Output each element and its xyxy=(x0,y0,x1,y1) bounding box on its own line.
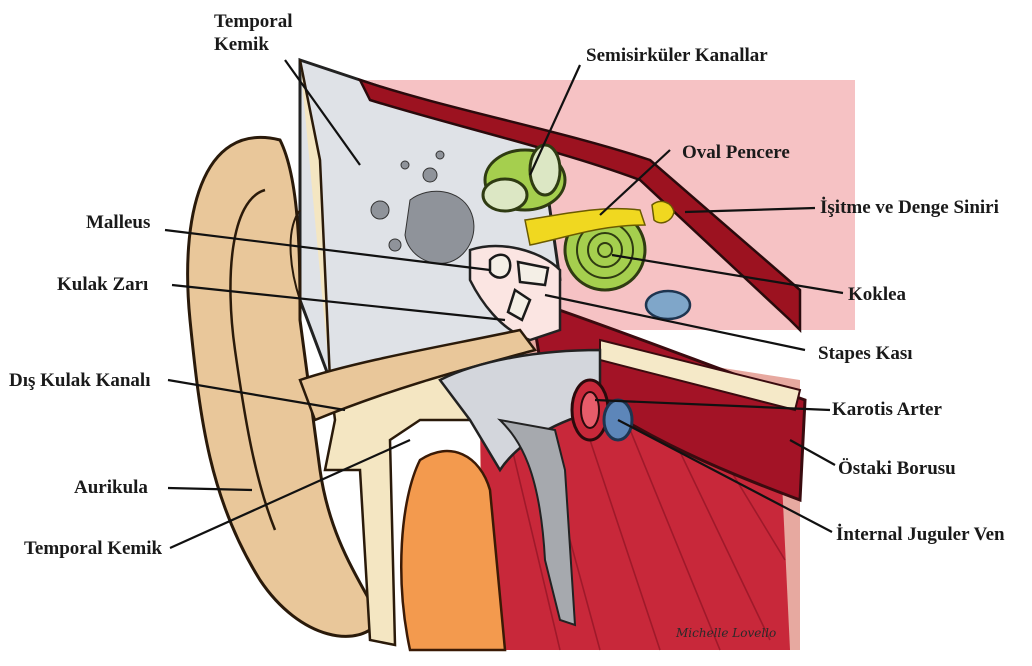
nerve-knot xyxy=(652,201,674,222)
label-aurikula: Aurikula xyxy=(74,476,148,500)
label-dis-kulak-kanali: Dış Kulak Kanalı xyxy=(9,369,151,393)
small-vessel xyxy=(646,291,690,319)
label-koklea: Koklea xyxy=(848,283,906,307)
artist-signature: Michelle Lovello xyxy=(676,626,776,640)
label-internal-juguler-ven: İnternal Juguler Ven xyxy=(836,523,1005,547)
label-oval-pencere: Oval Pencere xyxy=(682,141,790,165)
label-temporal-kemik-bottom: Temporal Kemik xyxy=(24,537,162,561)
label-karotis-arter: Karotis Arter xyxy=(832,398,942,422)
label-temporal-kemik-top-line1: Temporal xyxy=(214,10,292,34)
label-temporal-kemik-top-line2: Kemik xyxy=(214,33,269,57)
label-kulak-zari: Kulak Zarı xyxy=(57,273,148,297)
label-ostaki-borusu: Östaki Borusu xyxy=(838,457,956,481)
label-isitme-ve-denge-siniri: İşitme ve Denge Siniri xyxy=(820,196,999,220)
label-semisirkuler-kanallar: Semisirküler Kanallar xyxy=(586,44,768,68)
carotid-artery-shape xyxy=(572,380,608,440)
label-stapes-kasi: Stapes Kası xyxy=(818,342,913,366)
label-malleus: Malleus xyxy=(86,211,150,235)
